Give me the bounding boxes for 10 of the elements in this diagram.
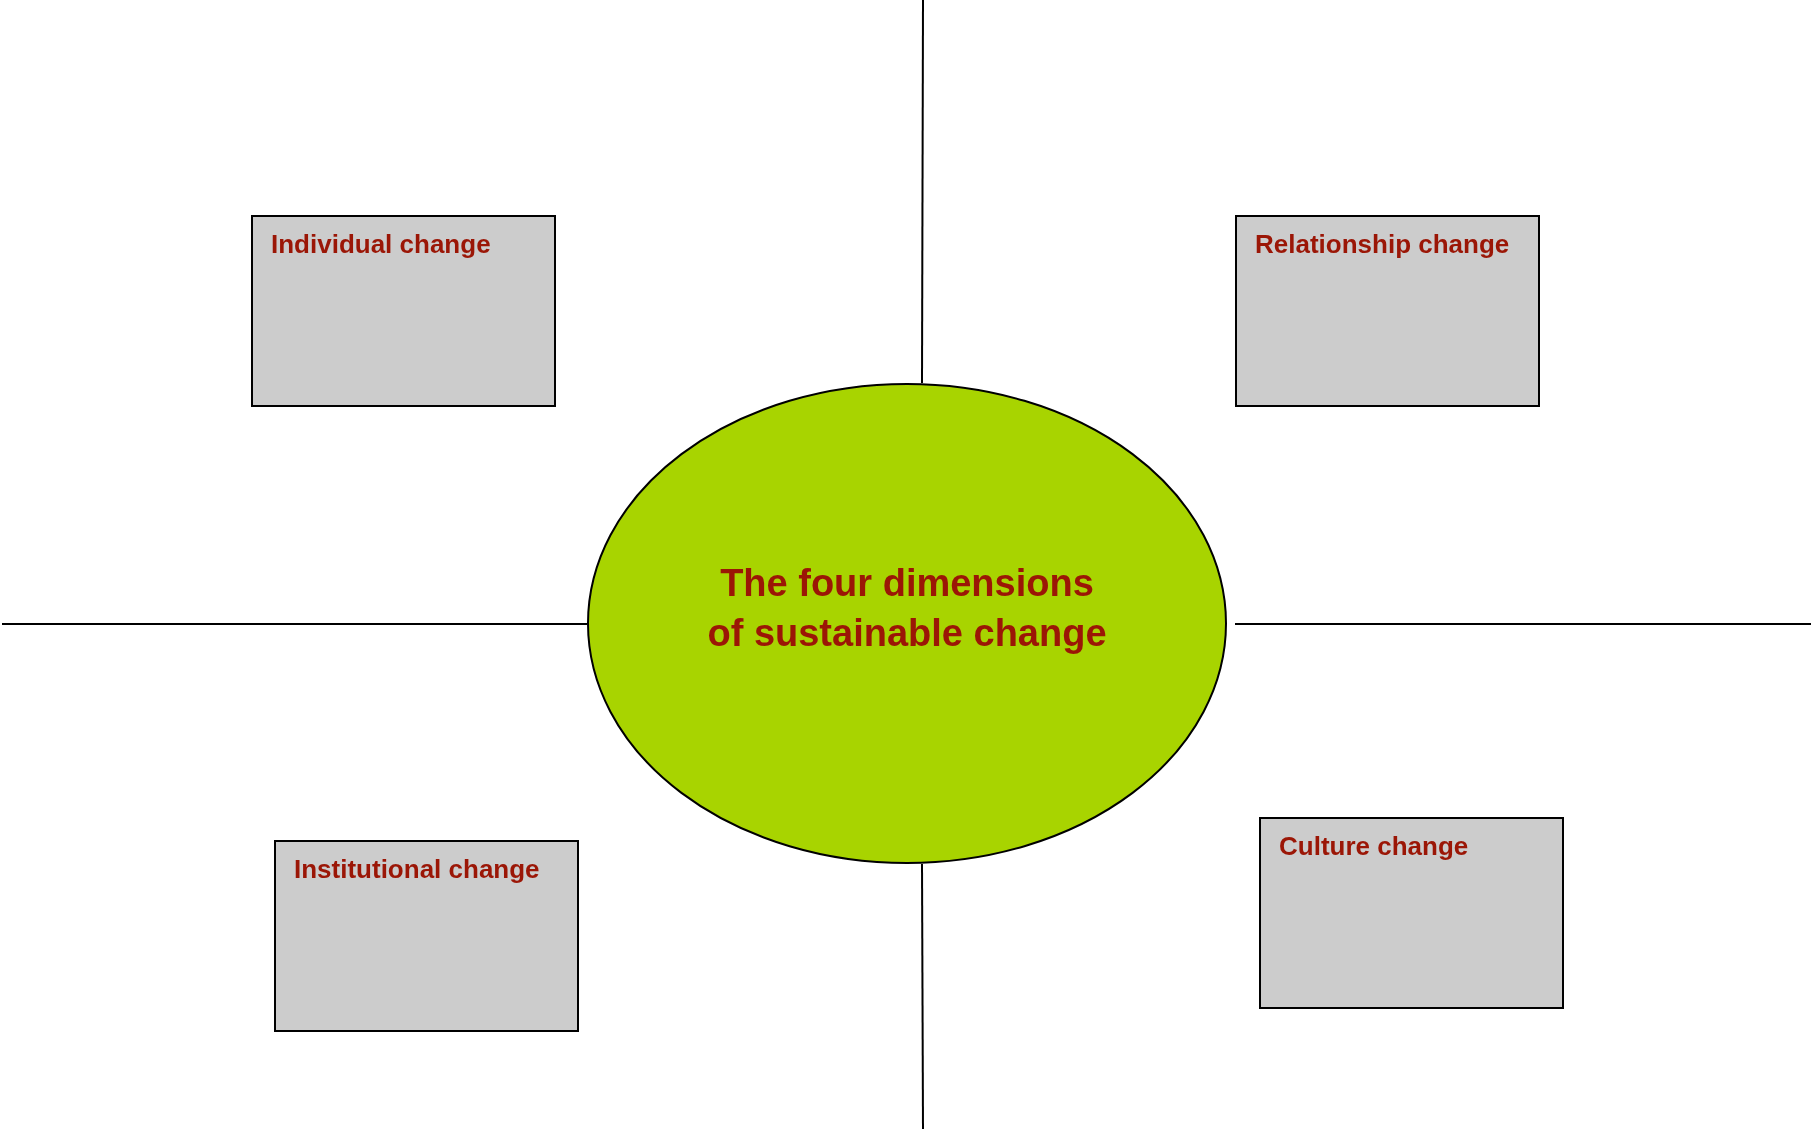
dimension-box: [251, 215, 556, 407]
dimension-box: [274, 840, 579, 1032]
box-heading: Relationship change: [1255, 229, 1510, 260]
box-heading: Institutional change: [294, 854, 540, 885]
box-heading: Culture change: [1279, 831, 1469, 862]
dimension-box: [1259, 817, 1564, 1009]
center-title: The four dimensions of sustainable change: [706, 561, 1108, 656]
box-heading: Individual change: [271, 229, 491, 260]
dimension-box: [1235, 215, 1540, 407]
center-ellipse: [587, 383, 1227, 864]
